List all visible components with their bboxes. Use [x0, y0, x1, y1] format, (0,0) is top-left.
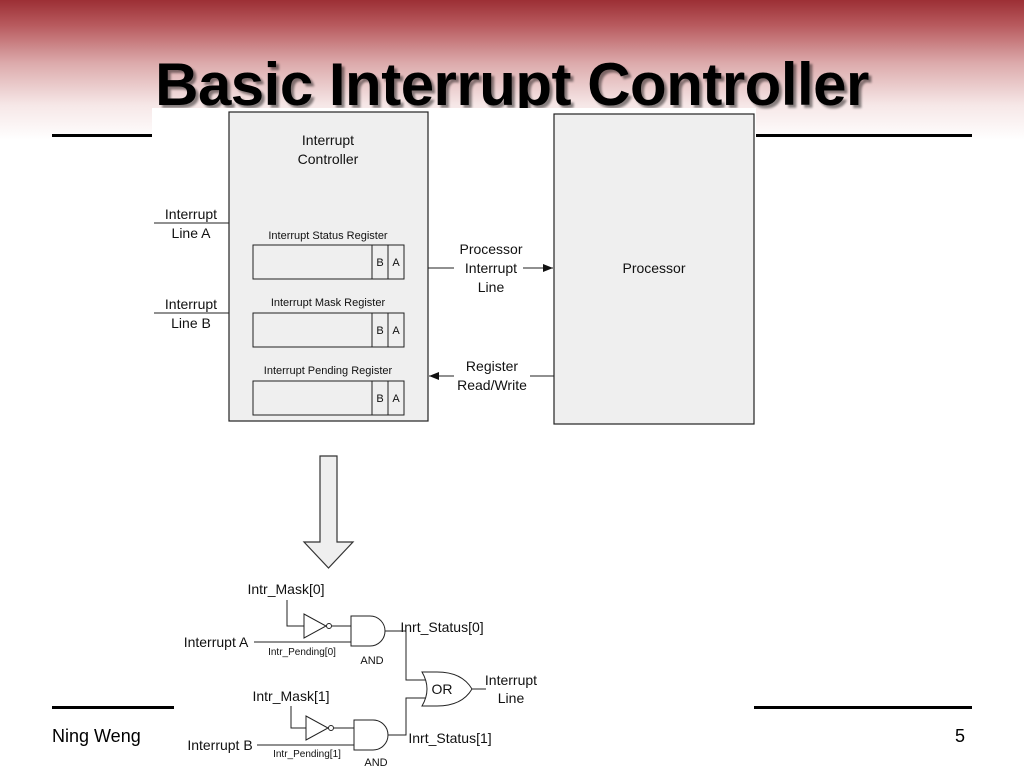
status0-label: Inrt_Status[0]: [400, 619, 483, 635]
and-gate-0-label: AND: [360, 655, 383, 667]
interrupt-a-label: Interrupt A: [184, 634, 249, 650]
controller-title-line1: Interrupt: [302, 132, 354, 148]
status-register: [252, 244, 405, 280]
interrupt-line-label-line3: Line: [478, 279, 505, 295]
input-a-label-line1: Interrupt: [165, 206, 217, 222]
status-bit-b: B: [376, 257, 383, 269]
rw-label-line1: Register: [466, 358, 518, 374]
page-number: 5: [955, 726, 966, 746]
footer-author: Ning Weng: [52, 726, 141, 746]
and-gate-0: [350, 615, 386, 647]
output-label-line1: Interrupt: [485, 672, 537, 688]
status-register-label: Interrupt Status Register: [268, 230, 388, 242]
slide-title: Basic Interrupt Controller: [155, 51, 869, 118]
status-bit-a: A: [392, 257, 400, 269]
logic-circuit: Intr_Mask[0] AND Interrupt A Intr_Pendin…: [174, 572, 554, 768]
status0-wire: [385, 630, 426, 681]
pending-bit-a: A: [392, 393, 400, 405]
bottom-rule-left: [52, 706, 176, 709]
pending-register-label: Interrupt Pending Register: [264, 365, 393, 377]
input-b-label-line1: Interrupt: [165, 296, 217, 312]
bottom-rule-right: [754, 706, 972, 709]
pending1-label: Intr_Pending[1]: [273, 749, 341, 760]
controller-title-line2: Controller: [298, 151, 359, 167]
mask-register: [252, 312, 405, 348]
pending0-label: Intr_Pending[0]: [268, 647, 336, 658]
status1-label: Inrt_Status[1]: [408, 730, 491, 746]
input-a-label-line2: Line A: [172, 225, 212, 241]
rw-label-line2: Read/Write: [457, 377, 527, 393]
processor-label: Processor: [622, 260, 685, 276]
and-gate-1: [353, 719, 389, 751]
mask0-wire: [286, 600, 304, 627]
or-gate: [421, 671, 473, 707]
mask-bit-b: B: [376, 325, 383, 337]
top-rule-left: [52, 134, 156, 137]
mask-register-label: Interrupt Mask Register: [271, 297, 386, 309]
output-label-line2: Line: [498, 690, 525, 706]
input-b-label-line2: Line B: [171, 315, 211, 331]
status1-wire: [388, 697, 426, 736]
mask0-label: Intr_Mask[0]: [247, 581, 324, 597]
mask-bit-a: A: [392, 325, 400, 337]
block-diagram: Interrupt Controller Interrupt Status Re…: [152, 108, 756, 438]
processor-box: [553, 113, 755, 425]
mask1-label: Intr_Mask[1]: [252, 688, 329, 704]
pending-register: [252, 380, 405, 416]
inverter-0: [303, 613, 328, 639]
interrupt-line-label-line1: Processor: [459, 241, 522, 257]
top-rule-right: [756, 134, 972, 137]
mask1-wire: [290, 706, 306, 729]
interrupt-line-label-line2: Interrupt: [465, 260, 517, 276]
inverter-1: [305, 715, 330, 741]
interrupt-b-label: Interrupt B: [187, 737, 252, 753]
and-gate-1-label: AND: [364, 757, 387, 768]
or-gate-label: OR: [432, 681, 453, 697]
pending-bit-b: B: [376, 393, 383, 405]
